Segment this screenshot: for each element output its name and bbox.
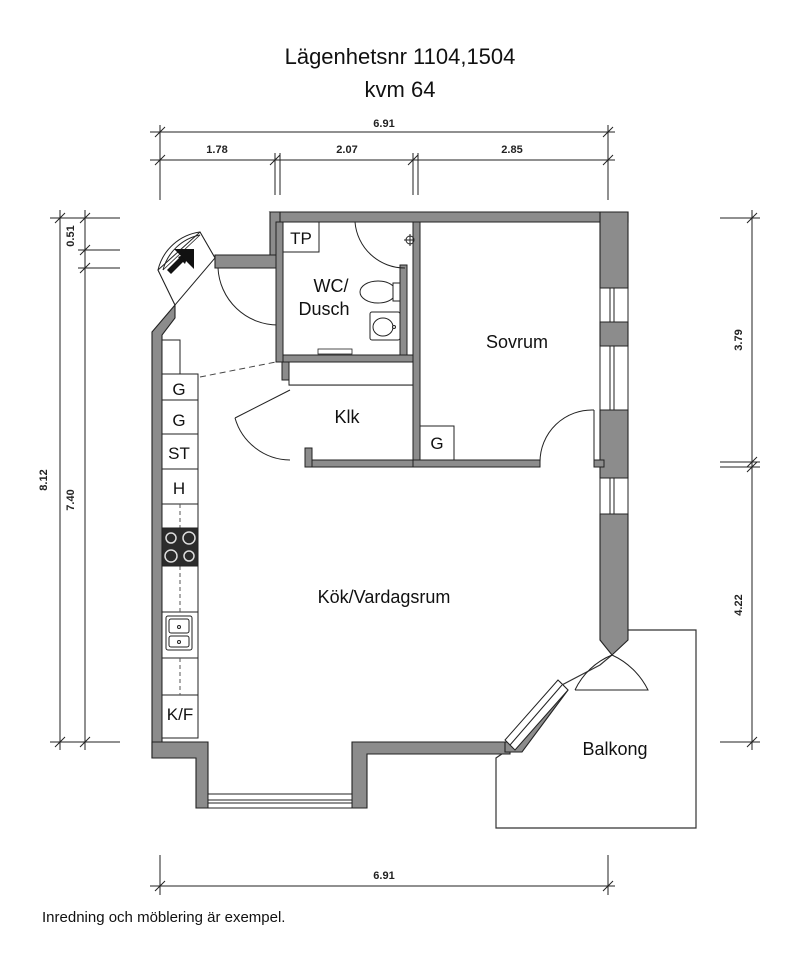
kitchen-sink-icon: [165, 615, 193, 651]
dim-top-seg-1: 1.78: [206, 144, 227, 156]
dim-top-seg-2: 2.07: [336, 144, 357, 156]
bedroom-wardrobe-label: G: [430, 434, 443, 453]
wc-door[interactable]: [317, 348, 353, 355]
dim-left-outer: 8.12: [38, 469, 50, 490]
kitchen-st-label: ST: [168, 444, 190, 463]
interior-walls: [275, 221, 605, 468]
plan-area: kvm 64: [364, 77, 436, 102]
dim-top-seg-3: 2.85: [501, 144, 522, 156]
entrance-door[interactable]: [157, 231, 216, 306]
bedroom-label: Sovrum: [486, 332, 548, 352]
balcony-door[interactable]: [504, 679, 569, 751]
bedroom-door-swing: [539, 409, 595, 463]
dim-bottom-total: 6.91: [373, 870, 394, 882]
kitchen-g1-label: G: [172, 380, 185, 399]
tp-box: [282, 221, 320, 253]
windows-right: [599, 287, 629, 515]
tp-label: TP: [290, 229, 312, 248]
kitchen-kf-label: K/F: [167, 705, 193, 724]
kitchen-h-label: H: [173, 479, 185, 498]
footnote: Inredning och möblering är exempel.: [42, 909, 286, 926]
living-room-label: Kök/Vardagsrum: [318, 587, 451, 607]
dim-right-upper: 3.79: [733, 329, 745, 350]
closet-door-swing: [234, 417, 291, 461]
shower-fixture: [354, 221, 415, 269]
wc-label-line2: Dusch: [298, 299, 349, 319]
dim-left-inner: 7.40: [65, 489, 77, 510]
stove-icon: [161, 527, 199, 567]
sink-icon: [369, 311, 401, 341]
hall-door-swing: [217, 267, 279, 326]
dim-left-small: 0.51: [65, 225, 77, 246]
dimension-lines: [50, 125, 760, 895]
plan-title: Lägenhetsnr 1104,1504: [284, 44, 516, 69]
kitchen-g2-label: G: [172, 411, 185, 430]
closet-label: Klk: [334, 407, 360, 427]
balcony-door-swing: [574, 654, 613, 691]
wc-label-line1: WC/: [314, 276, 349, 296]
balcony-label: Balkong: [582, 739, 647, 759]
entrance-arrow-icon: [167, 249, 194, 274]
toilet-icon: [359, 280, 401, 304]
dim-right-lower: 4.22: [733, 594, 745, 615]
dim-top-total: 6.91: [373, 118, 394, 130]
window-bottom: [207, 793, 353, 809]
walls: [151, 211, 629, 809]
bedroom-wardrobe: [419, 425, 455, 461]
